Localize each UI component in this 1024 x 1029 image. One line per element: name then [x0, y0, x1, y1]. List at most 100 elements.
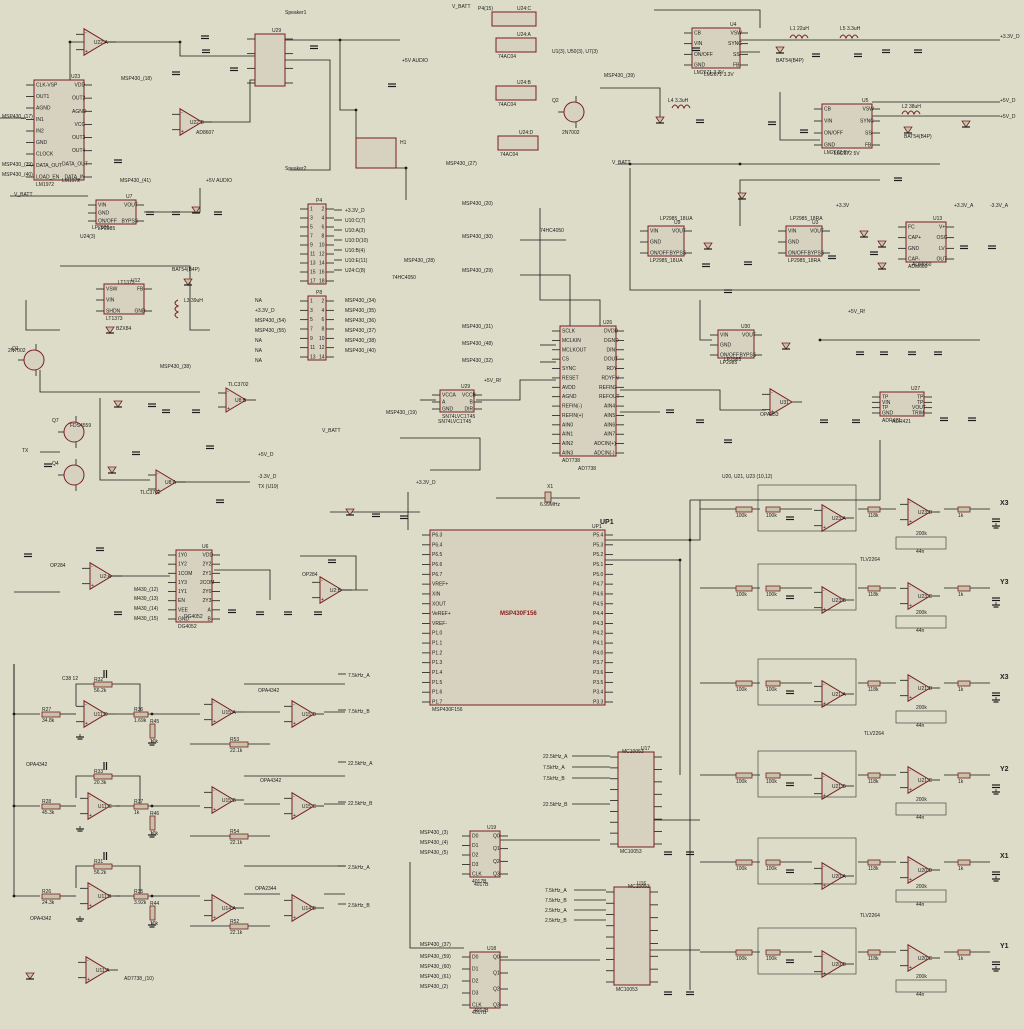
net-label: LP2985_18UA [660, 216, 693, 222]
opamp-u23-a-inv: - [823, 506, 825, 512]
opamp-u21-c-noninv: + [909, 787, 912, 793]
net-label: LM2671 3.3V [704, 72, 734, 78]
opamp-u20-a [821, 861, 845, 891]
chip-u26-pinlabel: SCLK [562, 329, 576, 335]
resistor-series-value: 22.1k [230, 748, 243, 754]
chip-u19-part: 4017B [472, 879, 487, 885]
resistor-series-ref: R36 [134, 707, 143, 713]
chip-u9-pinlabel: BYPSS [670, 251, 687, 257]
resistor-channel [867, 585, 881, 592]
resistor-output-value: 1k [958, 866, 964, 872]
net-label: Speaker1 [285, 10, 307, 16]
chip-u5-pinlabel: ON/OFF [824, 131, 843, 137]
resistor-output [957, 859, 971, 866]
chip-u3-part: LP2985_18RA [788, 258, 821, 264]
resistor-channel [765, 506, 781, 513]
output-label: Y3 [1000, 579, 1009, 586]
chip-p8-pinlabel: 1 [310, 299, 313, 305]
opamp-u21-a [821, 679, 845, 709]
chip-up1-part: MSP430F156 [432, 707, 463, 713]
power-wire [699, 300, 712, 341]
net-label: M430_(13) [134, 596, 159, 602]
chip-u26-pinlabel: RDYFN [602, 375, 620, 381]
chip-u19-ref: U19 [487, 825, 496, 831]
chip-u29-ref: U29 [461, 384, 470, 390]
connector-p8-label: MSP430_(55) [255, 328, 286, 334]
resistor-series-ref: R54 [230, 829, 239, 835]
net-label: MSP430_(48) [462, 341, 493, 347]
chip-u5-pinlabel: SYNC [860, 119, 874, 125]
opamp-u8-b-noninv: + [227, 406, 230, 412]
chip-up1-pinlabel: P1.0 [432, 631, 443, 637]
chip-u30-pinlabel: VOUT [742, 333, 756, 339]
resistor-output [957, 949, 971, 956]
chip-u5-part: LM2672 5V [824, 150, 850, 156]
chip-u4-pinlabel: VSW [731, 31, 743, 37]
chip-u30-pinlabel: BYPSS [740, 353, 757, 359]
net-label: BAT54(B4P) [172, 267, 200, 273]
net-label: MSP430_(28) [404, 258, 435, 264]
chip-u30 [717, 329, 755, 359]
chip-u26-pinlabel: REFIN(-) [562, 404, 582, 410]
junction-dot [150, 804, 154, 808]
chip-u18-pinlabel: D0 [472, 955, 479, 961]
resistor-shunt-value: 10k [150, 739, 159, 745]
chip-u13-pinlabel: FC [908, 225, 915, 231]
net-label: MSP430_(59) [420, 954, 451, 960]
chip-up1-pinlabel: P3.7 [593, 660, 604, 666]
diode [859, 230, 869, 238]
net-label: OPA2344 [255, 886, 277, 892]
chip-u18-pinlabel: D2 [472, 979, 479, 985]
opamp-u15-d-noninv: + [293, 721, 296, 727]
diode [105, 326, 115, 334]
opamp-u21-c [907, 765, 931, 795]
cap-label: C38 12 [62, 676, 78, 682]
connector-p8-label: MSP430_(36) [345, 318, 376, 324]
net-label: +5V_D [1000, 114, 1016, 120]
net-label: V_BATT [452, 4, 471, 10]
chip-u23-pinlabel: DATA_OUT [36, 163, 62, 169]
diode [877, 262, 887, 270]
chip-u24-d-ref: U24:D [519, 130, 534, 136]
opamp-u11-a-inv: - [87, 958, 89, 964]
chip-u18-pinlabel: Q1 [493, 971, 500, 977]
net-label: +5V_D [1000, 98, 1016, 104]
chip-up1-pinlabel: P6.4 [432, 542, 443, 548]
mux-input-label: 2.5kHz_A [545, 908, 567, 914]
net-label: TX (U19) [258, 484, 279, 490]
opamp-u23-c-inv: - [909, 584, 911, 590]
chip-u19-pinlabel: Q2 [493, 859, 500, 865]
net-label: OPA4342 [260, 778, 282, 784]
output-label: Y1 [1000, 943, 1009, 950]
opamp-u15-b [211, 785, 235, 815]
resistor-output-value: 1k [958, 592, 964, 598]
chip-u27-pinlabel: TP [917, 400, 924, 406]
opamp-u21-d-inv: - [909, 676, 911, 682]
net-label: M430_(12) [134, 587, 159, 593]
opamp-u14-a-noninv: + [213, 915, 216, 921]
opamp-u20-a-noninv: + [823, 883, 826, 889]
resistor-output [957, 680, 971, 687]
opamp-u8-a-inv: - [157, 471, 159, 477]
diode [25, 972, 35, 980]
chip-p4 [307, 203, 327, 285]
chip-u26-pinlabel: REFIN2 [599, 385, 617, 391]
resistor-output-value: 1k [958, 779, 964, 785]
opamp-u23-a-noninv: + [823, 525, 826, 531]
chip-u24-a [495, 37, 537, 53]
net-label: +3.3V_D [1000, 34, 1020, 40]
opamp-u11-d-ref: U11:D [94, 712, 108, 718]
chip-u5-pinlabel: CB [824, 107, 832, 113]
chip-u9-pinlabel: VOUT [672, 229, 686, 235]
chip-p4-pinlabel: 12 [319, 252, 325, 258]
wire [60, 265, 210, 331]
opamp-u23-c-ref: U23:C [918, 594, 933, 600]
opamp-u23-b-ref: U23:B [832, 598, 847, 604]
chip-u7-ref: U7 [126, 194, 133, 200]
chip-u4-pinlabel: CB [694, 31, 702, 37]
wire [214, 569, 271, 600]
opamp-u11-a [85, 955, 109, 985]
chip-u6-ref: U6 [202, 544, 209, 550]
output-label: X3 [1000, 500, 1009, 507]
chip-u23-pinlabel: OUT1 [36, 94, 50, 100]
